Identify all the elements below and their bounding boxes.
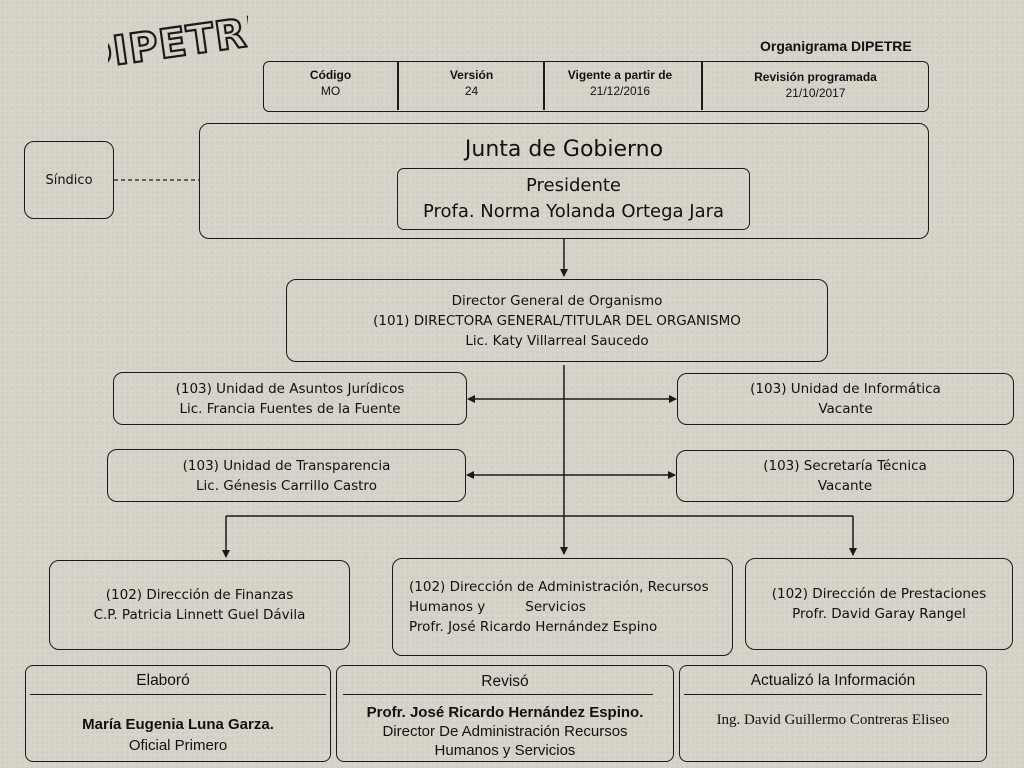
revision-cell: Revisión programada 21/10/2017 — [703, 70, 928, 100]
info-divider — [701, 62, 703, 110]
actualizo-signature-box: Actualizó la Información Ing. David Guil… — [679, 665, 987, 762]
unit-person: Lic. Francia Fuentes de la Fuente — [179, 400, 401, 417]
direccion-name: (102) Dirección de Prestaciones — [771, 586, 987, 602]
direccion-person: Profr. José Ricardo Hernández Espino — [409, 619, 658, 635]
secretaria-tecnica-box: (103) Secretaría Técnica Vacante — [676, 450, 1014, 502]
revision-label: Revisión programada — [754, 70, 877, 84]
codigo-value: MO — [320, 84, 341, 98]
revision-value: 21/10/2017 — [785, 86, 846, 100]
director-line1: Director General de Organismo — [451, 292, 663, 309]
info-divider — [397, 62, 399, 110]
unit-name: (103) Secretaría Técnica — [763, 458, 927, 474]
signature-line — [684, 694, 982, 696]
reviso-label: Revisó — [481, 673, 529, 690]
unit-person: Vacante — [817, 478, 873, 494]
presidente-name: Profa. Norma Yolanda Ortega Jara — [422, 201, 725, 222]
reviso-role-line1: Director De Administración Recursos — [382, 723, 628, 740]
director-line3: Lic. Katy Villarreal Saucedo — [465, 332, 649, 349]
direccion-administracion-box: (102) Dirección de Administración, Recur… — [392, 558, 733, 656]
document-title: Organigrama DIPETRE — [760, 38, 912, 54]
direccion-name-part: Humanos y — [409, 599, 486, 615]
director-general-box: Director General de Organismo (101) DIRE… — [286, 279, 828, 362]
direccion-person: C.P. Patricia Linnett Guel Dávila — [93, 607, 306, 623]
direccion-finanzas-box: (102) Dirección de Finanzas C.P. Patrici… — [49, 560, 350, 650]
actualizo-label: Actualizó la Información — [750, 672, 916, 689]
unit-person: Lic. Génesis Carrillo Castro — [196, 477, 377, 494]
vigente-cell: Vigente a partir de 21/12/2016 — [545, 68, 695, 98]
unidad-informatica-box: (103) Unidad de Informática Vacante — [677, 373, 1014, 425]
elaboro-name: María Eugenia Luna Garza. — [82, 716, 274, 733]
direccion-name-part: Servicios — [525, 599, 586, 615]
version-value: 24 — [464, 84, 479, 98]
direccion-name-line2: Humanos y Servicios — [409, 597, 586, 617]
reviso-signature-box: Revisó Profr. José Ricardo Hernández Esp… — [336, 665, 674, 762]
vigente-value: 21/12/2016 — [589, 84, 651, 98]
sindico-box: Síndico — [24, 141, 114, 219]
actualizo-name: Ing. David Guillermo Contreras Eliseo — [716, 712, 950, 728]
junta-de-gobierno-box: Junta de Gobierno — [199, 123, 929, 239]
vigente-label: Vigente a partir de — [567, 68, 673, 82]
version-label: Versión — [449, 68, 494, 82]
direccion-prestaciones-box: (102) Dirección de Prestaciones Profr. D… — [745, 558, 1013, 650]
dipetre-logo: DIPETRE — [108, 5, 248, 80]
unit-person: Vacante — [818, 401, 873, 417]
codigo-label: Código — [309, 68, 352, 82]
reviso-role-line2: Humanos y Servicios — [434, 742, 576, 759]
presidente-role: Presidente — [525, 175, 622, 196]
elaboro-role: Oficial Primero — [128, 737, 228, 754]
direccion-person: Profr. David Garay Rangel — [792, 606, 966, 622]
info-divider — [543, 62, 545, 110]
unidad-transparencia-box: (103) Unidad de Transparencia Lic. Génes… — [107, 449, 466, 502]
unit-name: (103) Unidad de Asuntos Jurídicos — [175, 380, 405, 397]
elaboro-signature-box: Elaboró María Eugenia Luna Garza. Oficia… — [25, 665, 331, 762]
direccion-name: (102) Dirección de Finanzas — [105, 587, 294, 603]
presidente-box: Presidente Profa. Norma Yolanda Ortega J… — [397, 168, 750, 230]
codigo-cell: Código MO — [264, 68, 397, 98]
sindico-label: Síndico — [45, 172, 93, 188]
elaboro-label: Elaboró — [136, 672, 190, 689]
unit-name: (103) Unidad de Informática — [750, 381, 941, 397]
reviso-name: Profr. José Ricardo Hernández Espino. — [366, 704, 644, 721]
version-cell: Versión 24 — [399, 68, 544, 98]
unidad-juridicos-box: (103) Unidad de Asuntos Jurídicos Lic. F… — [113, 372, 467, 425]
document-info-bar: Código MO Versión 24 Vigente a partir de… — [263, 61, 929, 112]
signature-line — [343, 694, 653, 696]
director-line2: (101) DIRECTORA GENERAL/TITULAR DEL ORGA… — [373, 312, 741, 329]
direccion-name: (102) Dirección de Administración, Recur… — [409, 579, 709, 595]
junta-title: Junta de Gobierno — [464, 137, 664, 162]
signature-line — [30, 694, 326, 696]
unit-name: (103) Unidad de Transparencia — [182, 457, 391, 474]
